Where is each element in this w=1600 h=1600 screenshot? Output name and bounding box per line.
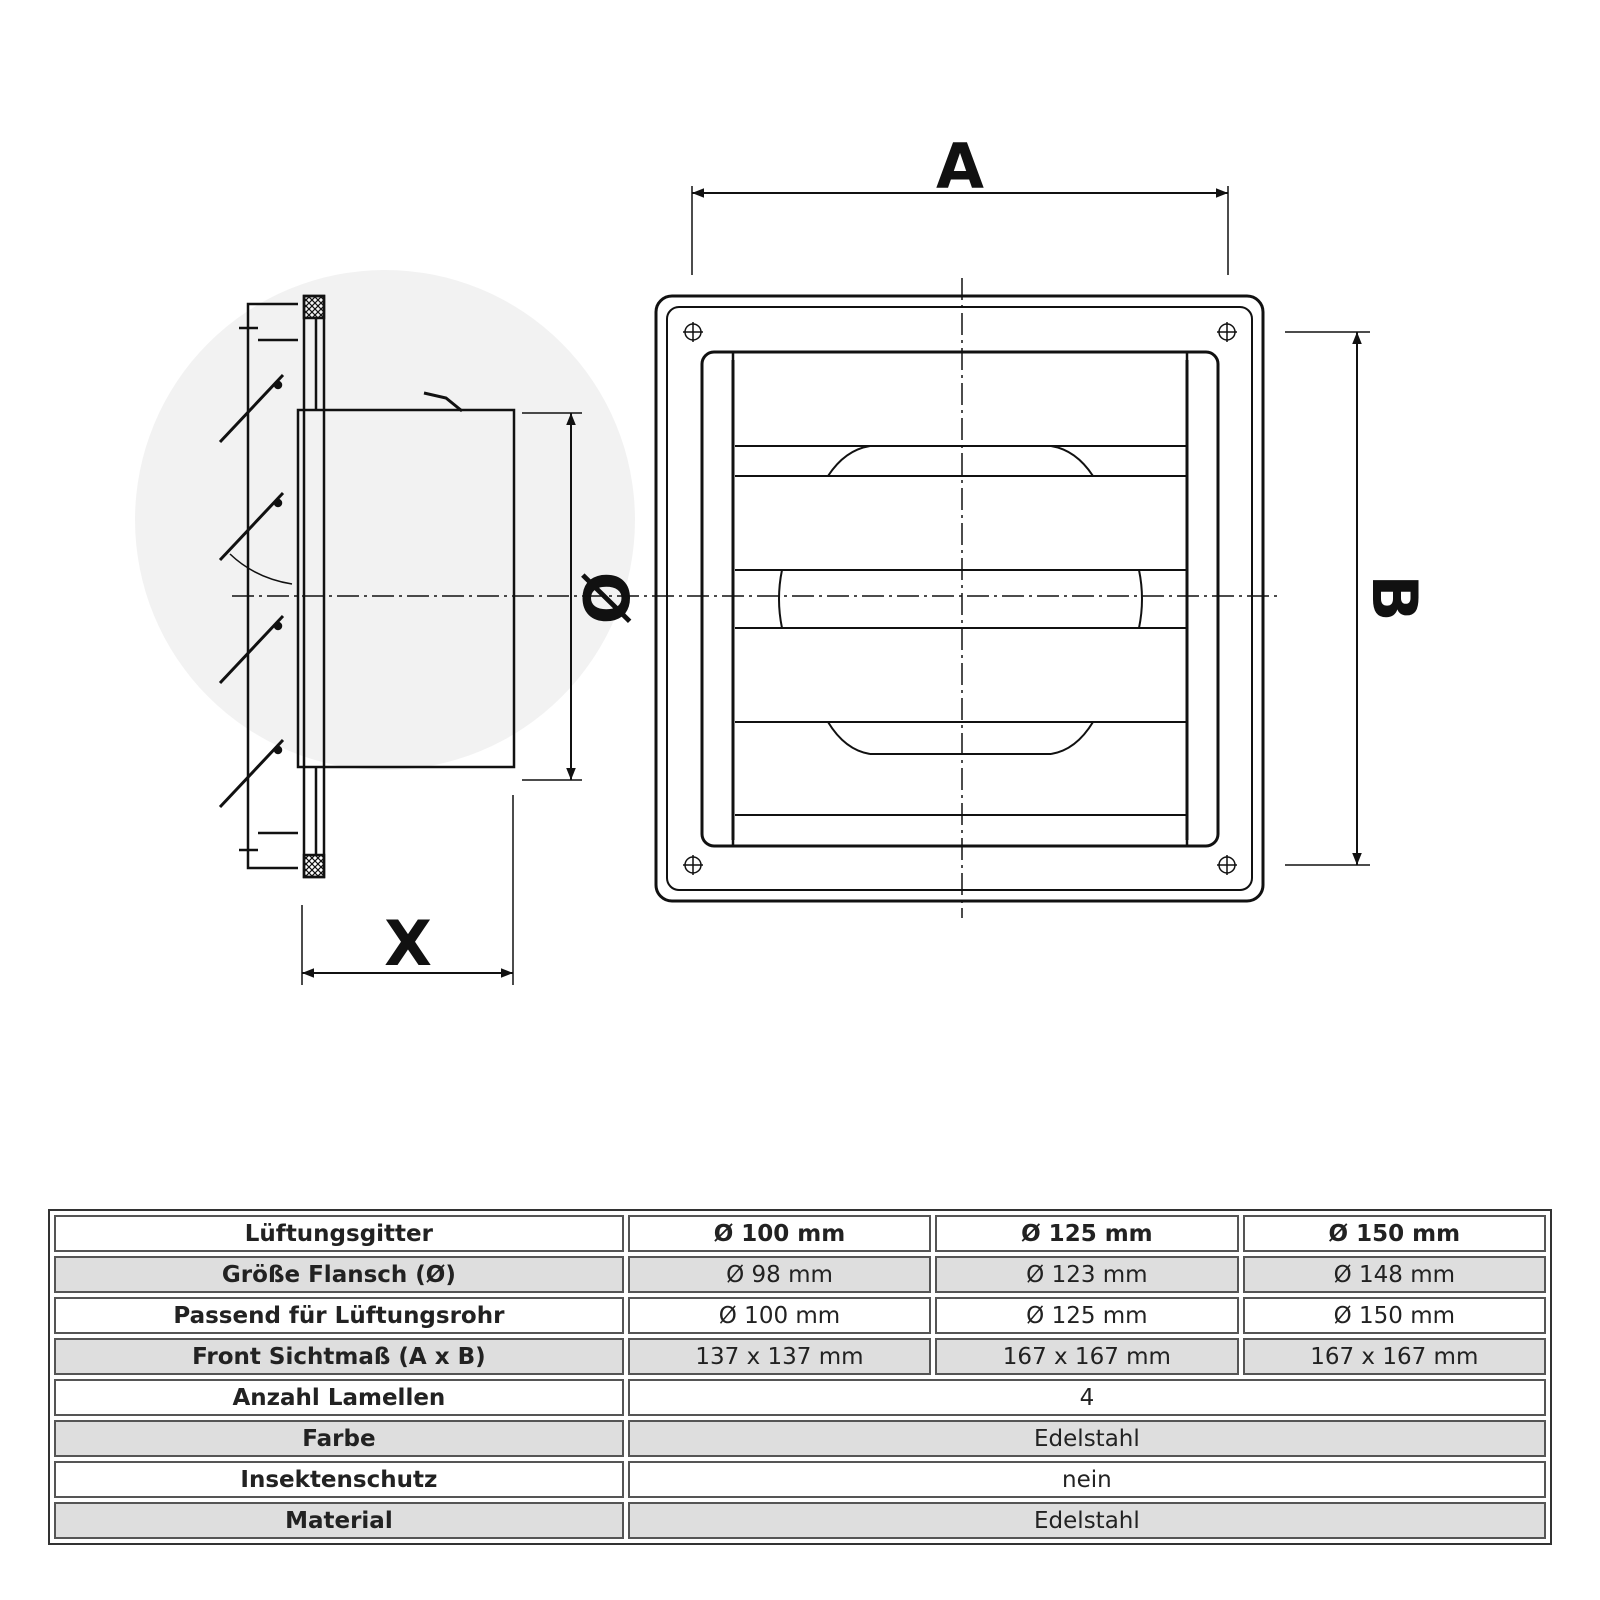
screw-icons bbox=[683, 322, 1237, 875]
table-row: Passend für Lüftungsrohr Ø 100 mm Ø 125 … bbox=[54, 1297, 1546, 1334]
table-header-col: Ø 100 mm bbox=[627, 1215, 932, 1252]
cell: Ø 100 mm bbox=[627, 1297, 932, 1334]
dim-label-a: A bbox=[936, 130, 984, 203]
dim-label-x: X bbox=[384, 907, 432, 980]
cell: Ø 150 mm bbox=[1242, 1297, 1546, 1334]
pipe-spigot bbox=[296, 408, 516, 769]
spec-table: Lüftungsgitter Ø 100 mm Ø 125 mm Ø 150 m… bbox=[50, 1211, 1550, 1543]
cell: 4 bbox=[627, 1379, 1546, 1416]
cell: 167 x 167 mm bbox=[935, 1338, 1239, 1375]
cell: 167 x 167 mm bbox=[1242, 1338, 1546, 1375]
row-label: Front Sichtmaß (A x B) bbox=[54, 1338, 624, 1375]
flange-bottom-hatch bbox=[302, 853, 326, 879]
louvre-frame bbox=[731, 350, 1189, 848]
table-row: Material Edelstahl bbox=[54, 1502, 1546, 1539]
table-header-col: Ø 150 mm bbox=[1242, 1215, 1546, 1252]
watermark bbox=[135, 270, 635, 770]
row-label: Farbe bbox=[54, 1420, 624, 1457]
cell: nein bbox=[627, 1461, 1546, 1498]
face-cover bbox=[246, 302, 298, 870]
table-row: Front Sichtmaß (A x B) 137 x 137 mm 167 … bbox=[54, 1338, 1546, 1375]
table-row: Anzahl Lamellen 4 bbox=[54, 1379, 1546, 1416]
dim-label-b: B bbox=[1358, 574, 1431, 621]
cell: Ø 123 mm bbox=[935, 1256, 1239, 1293]
side-louvres bbox=[218, 373, 285, 809]
flange-plate bbox=[302, 294, 326, 879]
table-row: Größe Flansch (Ø) Ø 98 mm Ø 123 mm Ø 148… bbox=[54, 1256, 1546, 1293]
table-header-col: Ø 125 mm bbox=[935, 1215, 1239, 1252]
row-label: Passend für Lüftungsrohr bbox=[54, 1297, 624, 1334]
technical-drawing: X Ø bbox=[135, 130, 1431, 985]
table-header-label: Lüftungsgitter bbox=[54, 1215, 624, 1252]
front-view bbox=[654, 186, 1370, 903]
front-slats bbox=[735, 445, 1187, 816]
table-row: Farbe Edelstahl bbox=[54, 1420, 1546, 1457]
flange-top-hatch bbox=[302, 294, 326, 320]
dim-label-diameter: Ø bbox=[571, 572, 644, 625]
table-row: Insektenschutz nein bbox=[54, 1461, 1546, 1498]
cell: 137 x 137 mm bbox=[627, 1338, 932, 1375]
front-frame-outer bbox=[654, 294, 1265, 903]
cell: Edelstahl bbox=[627, 1502, 1546, 1539]
row-label: Anzahl Lamellen bbox=[54, 1379, 624, 1416]
cell: Ø 98 mm bbox=[627, 1256, 932, 1293]
row-label: Insektenschutz bbox=[54, 1461, 624, 1498]
table-header-row: Lüftungsgitter Ø 100 mm Ø 125 mm Ø 150 m… bbox=[54, 1215, 1546, 1252]
front-frame-inner bbox=[666, 306, 1253, 891]
cell: Ø 148 mm bbox=[1242, 1256, 1546, 1293]
row-label: Größe Flansch (Ø) bbox=[54, 1256, 624, 1293]
spec-table-wrap: Lüftungsgitter Ø 100 mm Ø 125 mm Ø 150 m… bbox=[48, 1209, 1552, 1545]
side-view bbox=[218, 294, 582, 985]
cell: Edelstahl bbox=[627, 1420, 1546, 1457]
row-label: Material bbox=[54, 1502, 624, 1539]
cell: Ø 125 mm bbox=[935, 1297, 1239, 1334]
